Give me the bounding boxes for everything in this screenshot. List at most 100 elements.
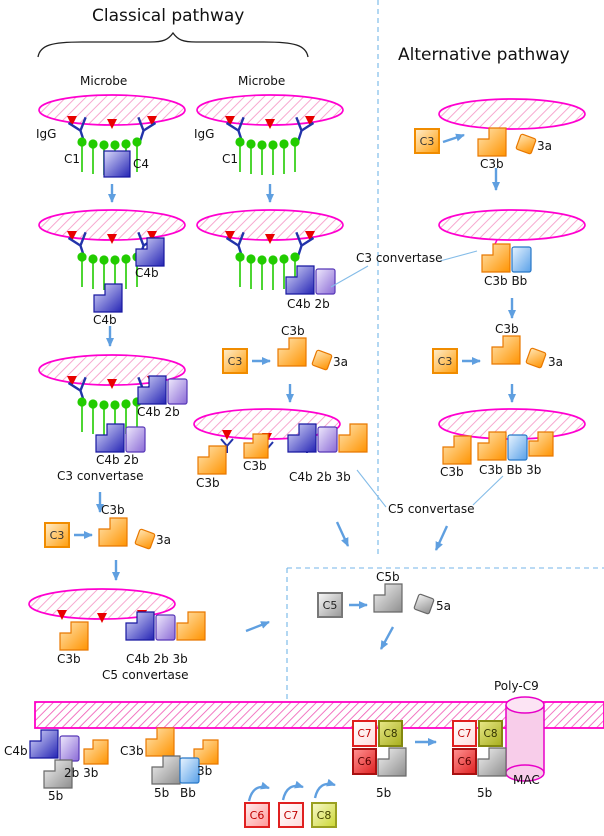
c5b-fragment xyxy=(373,583,403,613)
molecule-c8-box: C8 xyxy=(311,802,337,828)
title-classical-pathway: Classical pathway xyxy=(92,6,245,26)
label-igg: IgG xyxy=(194,127,215,141)
c3b-fragment xyxy=(197,445,227,475)
c3b-fragment xyxy=(442,435,472,465)
flow-arrows xyxy=(74,133,516,802)
mac-c6-box: C6 xyxy=(352,748,377,775)
c3b-fragment xyxy=(59,621,89,651)
fragment-5a xyxy=(413,593,435,615)
title-alternative-pathway: Alternative pathway xyxy=(398,45,570,65)
fragment-3a xyxy=(525,347,547,369)
classical-pathway-brace xyxy=(37,31,309,58)
label-c4b: C4b xyxy=(93,313,117,327)
molecule-c5-box: C5 xyxy=(317,592,343,618)
label-c4b-2b: C4b 2b xyxy=(137,405,180,419)
label-mac: MAC xyxy=(513,773,540,787)
mac-c8-box: C8 xyxy=(478,720,503,747)
label-c1: C1 xyxy=(64,152,81,166)
label-bb: Bb xyxy=(180,786,196,800)
label-5b: 5b xyxy=(376,786,392,800)
c4b-fragment xyxy=(285,265,315,295)
c3b-fragment xyxy=(98,517,128,547)
fragment-3a xyxy=(134,528,156,550)
classical-col1 xyxy=(28,94,206,651)
label-3a: 3a xyxy=(333,355,348,369)
convertase-pointer-lines xyxy=(330,250,504,508)
label-3a: 3a xyxy=(537,139,552,153)
label-c3b: C3b xyxy=(243,459,267,473)
molecule-c6-box: C6 xyxy=(244,802,270,828)
microbe-body xyxy=(438,209,586,241)
fragment-3a xyxy=(311,349,333,371)
molecule-c3-box: C3 xyxy=(222,348,248,374)
label-c4b-2b: C4b 2b xyxy=(96,453,139,467)
label-c3b: C3b xyxy=(281,324,305,338)
label-c3b-bb-3b: C3b Bb 3b xyxy=(479,463,542,477)
molecule-c3-box: C3 xyxy=(432,348,458,374)
label-5b: 5b xyxy=(48,789,64,803)
label-3a: 3a xyxy=(548,355,563,369)
fragment-2b xyxy=(167,378,188,405)
alternative-column xyxy=(438,98,586,465)
label-3a: 3a xyxy=(156,533,171,547)
c3b-fragment xyxy=(477,127,507,157)
label-igg: IgG xyxy=(36,127,57,141)
label-c3-convertase: C3 convertase xyxy=(356,251,443,265)
fragment-2b xyxy=(317,426,338,453)
molecule-c3-box: C3 xyxy=(44,522,70,548)
label-c3-convertase: C3 convertase xyxy=(57,469,144,483)
c3b-fragment xyxy=(481,243,511,273)
mac-c6-box: C6 xyxy=(452,748,477,775)
label-c4b: C4b xyxy=(135,266,159,280)
label-c4b-2b-3b: C4b 2b 3b xyxy=(289,470,351,484)
label-microbe: Microbe xyxy=(80,74,128,88)
molecule-c7-box: C7 xyxy=(278,802,304,828)
c3b-fragment xyxy=(277,337,307,367)
fragment-3b xyxy=(338,423,368,453)
label-c5-convertase: C5 convertase xyxy=(388,502,475,516)
label-5b: 5b xyxy=(154,786,170,800)
fragment-5b xyxy=(377,747,407,777)
label-c4b: C4b xyxy=(4,744,28,758)
c3b-fragment xyxy=(145,727,175,757)
fragment-2b xyxy=(125,426,146,453)
label-2b-3b: 2b 3b xyxy=(64,766,99,780)
fragment-2b xyxy=(59,735,80,762)
c3b-fragment xyxy=(491,335,521,365)
label-c5b: C5b xyxy=(376,570,400,584)
mac-c7-box: C7 xyxy=(452,720,477,747)
label-3b: 3b xyxy=(197,764,213,778)
label-c3b: C3b xyxy=(120,744,144,758)
c4b-fragment xyxy=(135,237,165,267)
fragment-3b xyxy=(176,611,206,641)
c4b-fragment xyxy=(29,729,59,759)
bb-fragment xyxy=(507,434,528,461)
fragment-3b xyxy=(83,739,109,765)
igg-c1-complex xyxy=(225,116,315,175)
c4-molecule xyxy=(103,150,131,178)
fragment-3a xyxy=(515,133,537,155)
label-c3b: C3b xyxy=(101,503,125,517)
label-c4b-2b: C4b 2b xyxy=(287,297,330,311)
c4b-fragment xyxy=(93,283,123,313)
label-c3b: C3b xyxy=(440,465,464,479)
label-poly-c9: Poly-C9 xyxy=(494,679,539,693)
label-c3b-bb: C3b Bb xyxy=(484,274,528,288)
fragment-2b xyxy=(315,268,336,295)
fragment-2b xyxy=(155,614,176,641)
label-c3b: C3b xyxy=(57,652,81,666)
label-c4: C4 xyxy=(133,157,150,171)
molecule-c3-box: C3 xyxy=(414,128,440,154)
classical-col2 xyxy=(193,94,368,475)
fragment-5b xyxy=(477,747,507,777)
label-5a: 5a xyxy=(436,599,451,613)
label-c5-convertase: C5 convertase xyxy=(102,668,189,682)
bb-fragment xyxy=(511,246,532,273)
label-c1: C1 xyxy=(222,152,239,166)
c4b-fragment xyxy=(95,423,125,453)
mac-c8-box: C8 xyxy=(378,720,403,747)
label-c4b-2b-3b: C4b 2b 3b xyxy=(126,652,188,666)
label-c3b: C3b xyxy=(495,322,519,336)
